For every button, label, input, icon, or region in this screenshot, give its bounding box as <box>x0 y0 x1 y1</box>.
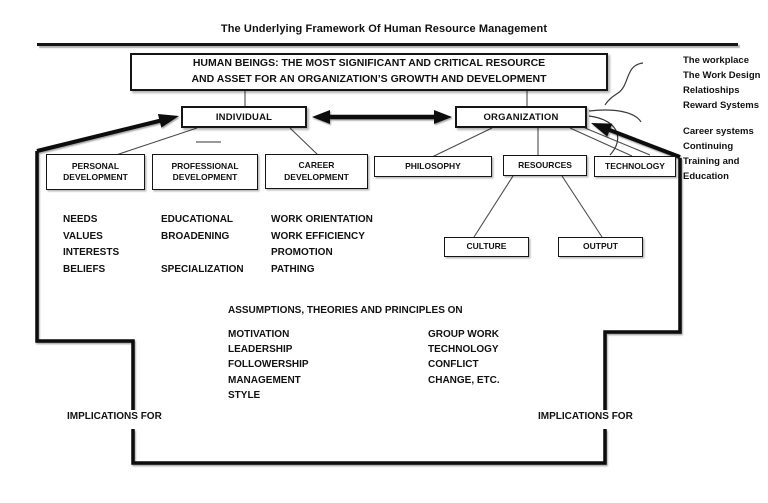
assumptions-heading: ASSUMPTIONS, THEORIES AND PRINCIPLES ON <box>228 305 463 316</box>
list-item: SPECIALIZATION <box>161 263 244 275</box>
list-item: CONFLICT <box>428 359 479 371</box>
hierarchy-lines <box>115 91 651 238</box>
node-individual: INDIVIDUAL <box>181 106 307 128</box>
list-item: FOLLOWERSHIP <box>228 359 309 371</box>
arrowhead-to-organization <box>591 123 613 137</box>
node-technology: TECHNOLOGY <box>594 156 676 177</box>
node-culture: CULTURE <box>444 237 529 257</box>
list-item: VALUES <box>63 230 103 242</box>
list-item <box>161 245 244 262</box>
note-line: Training and <box>683 156 740 167</box>
node-human-beings: HUMAN BEINGS: THE MOST SIGNIFICANT AND C… <box>130 53 608 91</box>
framework-outline <box>35 110 682 465</box>
diagram-title: The Underlying Framework Of Human Resour… <box>220 23 548 35</box>
assumptions-left-list: MOTIVATION LEADERSHIP FOLLOWERSHIP MANAG… <box>228 327 309 403</box>
implications-for-left-label: IMPLICATIONS FOR <box>64 410 165 423</box>
curve-to-career-notes <box>588 109 642 123</box>
double-arrowhead-left <box>312 110 330 124</box>
list-item: PROMOTION <box>271 247 333 259</box>
note-line: Relatioships <box>683 85 740 96</box>
career-development-list: WORK ORIENTATION WORK EFFICIENCY PROMOTI… <box>271 212 373 278</box>
node-professional-development: PROFESSIONAL DEVELOPMENT <box>152 154 258 190</box>
line-resources-culture <box>473 175 514 238</box>
note-line: Career systems <box>683 126 754 137</box>
node-philosophy: PHILOSOPHY <box>374 156 492 177</box>
node-personal-development: PERSONAL DEVELOPMENT <box>46 154 145 190</box>
title-underline <box>37 43 738 46</box>
outline-path <box>35 151 682 465</box>
note-line: The Work Design <box>683 70 761 81</box>
workplace-notes: The workplace The Work Design Relatioshi… <box>683 53 760 113</box>
list-item: GROUP WORK <box>428 329 499 340</box>
arrow-shaft-left <box>36 118 164 153</box>
node-organization: ORGANIZATION <box>455 106 587 128</box>
list-item: PATHING <box>271 263 315 275</box>
assumptions-right-list: GROUP WORK TECHNOLOGY CONFLICT CHANGE, E… <box>428 327 500 388</box>
list-item: LEADERSHIP <box>228 344 293 356</box>
list-item: MANAGEMENT <box>228 374 301 386</box>
line-organization-philosophy <box>431 127 493 158</box>
personal-development-list: NEEDS VALUES INTERESTS BELIEFS <box>63 212 119 278</box>
list-item: WORK EFFICIENCY <box>271 230 365 242</box>
list-item: TECHNOLOGY <box>428 344 499 356</box>
list-item: EDUCATIONAL <box>161 214 234 225</box>
node-output: OUTPUT <box>558 237 643 257</box>
note-line: The workplace <box>683 55 749 66</box>
note-line: Continuing <box>683 141 734 152</box>
note-line: Reward Systems <box>683 100 760 111</box>
arrowhead-to-individual <box>157 114 179 128</box>
line-organization-technology <box>569 127 633 157</box>
node-resources: RESOURCES <box>503 155 587 176</box>
arrow-shaft-right <box>606 127 681 159</box>
curve-to-workplace-notes <box>604 62 644 106</box>
node-career-development: CAREER DEVELOPMENT <box>265 154 368 189</box>
implications-for-right-label: IMPLICATIONS FOR <box>535 410 636 423</box>
line-resources-output <box>561 175 603 238</box>
career-systems-notes: Career systems Continuing Training and E… <box>683 124 754 184</box>
double-arrowhead-right <box>434 110 452 124</box>
list-item: WORK ORIENTATION <box>271 214 373 225</box>
list-item: NEEDS <box>63 214 98 225</box>
list-item: STYLE <box>228 389 261 401</box>
list-item: INTERESTS <box>63 247 120 259</box>
human-beings-line2: AND ASSET FOR AN ORGANIZATION’S GROWTH A… <box>191 73 547 85</box>
list-item: BROADENING <box>161 230 230 242</box>
list-item: MOTIVATION <box>228 329 290 340</box>
line-individual-personal <box>115 127 198 156</box>
note-line: Education <box>683 171 729 182</box>
human-beings-line1: HUMAN BEINGS: THE MOST SIGNIFICANT AND C… <box>192 57 546 70</box>
professional-development-list: EDUCATIONAL BROADENING SPECIALIZATION <box>161 212 244 278</box>
line-individual-career <box>289 127 319 156</box>
list-item: CHANGE, ETC. <box>428 374 500 386</box>
list-item: BELIEFS <box>63 263 106 275</box>
